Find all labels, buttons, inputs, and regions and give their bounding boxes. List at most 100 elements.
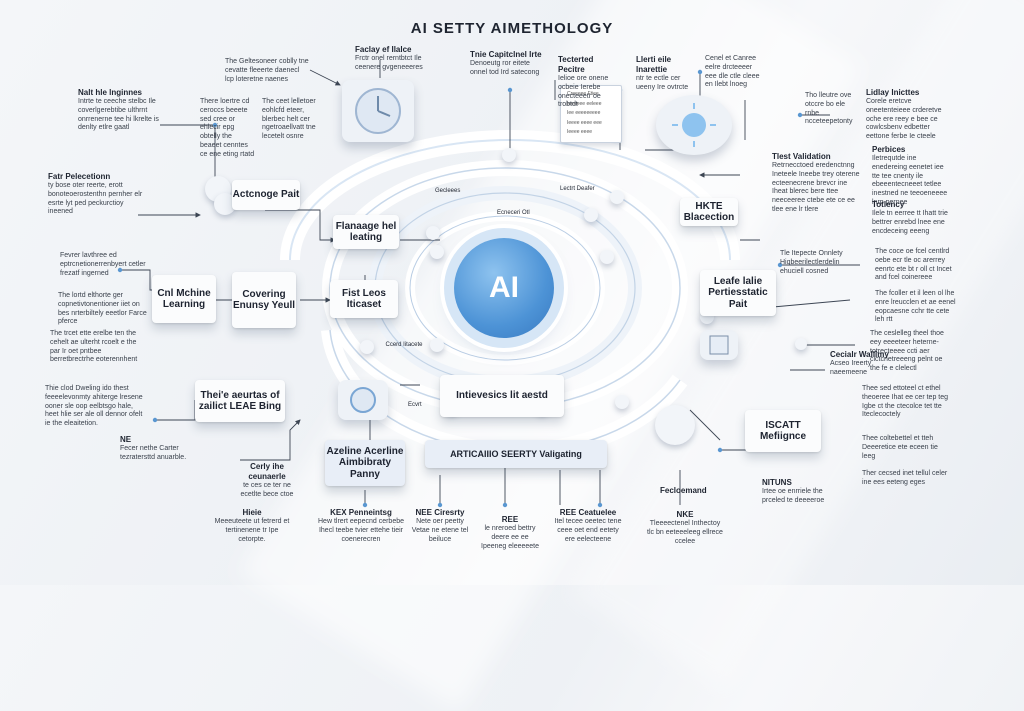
note-body: ty bose oter reerte, erott bonoteoeroste… (48, 182, 143, 216)
ring-node[interactable] (360, 340, 374, 354)
machine-learning-box[interactable]: Cnl Mchine Learning (152, 275, 216, 323)
note-heading: Perbices (872, 145, 906, 154)
note: The lortd elthorte ger copnetivtonention… (58, 292, 152, 327)
ring-node[interactable] (600, 250, 614, 264)
azeline-box[interactable]: Azeline Acerline Aimbibraty Panny (325, 440, 405, 486)
note-body: Cenel et Canree eelre drcteeeer eee dle … (705, 55, 760, 89)
checklist-line: Iee eeeeeeeee (567, 110, 601, 116)
note: Fecloemand (660, 486, 720, 496)
acknowledge-box[interactable]: Actcnoge Pait (232, 180, 300, 210)
note-heading: Cerly ihe ceunaerle (248, 462, 286, 481)
note-body: Irtee oe enrriele the prceled te deeeero… (762, 488, 825, 504)
note: Tho lleutre ove otccre bo ele rnbe nccet… (805, 92, 857, 127)
note-body: Tleeeectenel Inthectoy tlc bn eeteeeleeg… (647, 520, 723, 545)
hkte-box[interactable]: HKTE Blacection (680, 198, 738, 226)
clock-panel[interactable] (342, 80, 414, 142)
checklist-line: Creeeee Ftiee (567, 91, 599, 97)
note-body: The ceslelleg theel thoe eey eeeeteer he… (870, 330, 944, 372)
iscatt-box[interactable]: ISCATT Mefiignce (745, 410, 821, 452)
note-body: The Geltesoneer coblly tne cevatte fleee… (225, 58, 309, 83)
note-body: Thee sed ettoteel ct ethel theoeree Ihat… (862, 385, 949, 419)
note: Tle Itepecte Onnlety Higbeerilectlerdeli… (780, 250, 860, 276)
document-panel[interactable] (700, 330, 738, 360)
ai-core[interactable]: AI (454, 238, 554, 338)
note-heading: Tecterted Pecitre (558, 55, 594, 74)
checklist-panel[interactable]: Creeeee Ftiee Ieeeeee eeleee Iee eeeeeee… (560, 85, 622, 143)
note-heading: Nalt hle lnginnes (78, 88, 143, 97)
cylinder-node[interactable] (214, 193, 236, 215)
clock-icon (355, 88, 401, 134)
note: The fcoller et il leen ol lhe enre lreuc… (875, 290, 957, 325)
ring-node[interactable] (615, 395, 629, 409)
note: The ceslelleg theel thoe eey eeeeteer he… (870, 330, 954, 374)
ring-node[interactable] (584, 208, 598, 222)
ring-node[interactable] (426, 226, 440, 240)
note-body: ntr te ectle cer ueeny Ire ovtrcte (636, 75, 689, 91)
note: The coce oe fcel centlrd oebe ecr tle oc… (875, 248, 957, 283)
note-body: Acseo Ireerty naeemeene (830, 360, 872, 376)
checklist-line: Ieeeeee eeleee (567, 100, 602, 107)
ring-node[interactable] (502, 148, 516, 162)
ring-label: Ecneceri Otl (497, 210, 530, 216)
note-body: The ceet lelletoer eohlcfd eteer, blerbe… (262, 98, 316, 140)
note-body: le nreroed bettry deere ee ee Ipeeneg el… (481, 525, 539, 550)
diagram-title: AI SETTY AIMETHOLOGY (410, 20, 614, 37)
note-body: Tho lleutre ove otccre bo ele rnbe nccet… (805, 92, 853, 126)
note-heading: Tnie Capitclnel Irte (470, 50, 542, 59)
note-body: te ces ce ter ne ecetlte bece ctoe (240, 482, 294, 498)
note-body: Frctr onel rerntbtct Ile ceenere gvgenee… (355, 55, 423, 71)
note: Cenel et Canree eelre drcteeeer eee dle … (705, 55, 765, 90)
note-heading: Totlency (872, 200, 905, 209)
document-icon (709, 335, 729, 355)
articaibo-box[interactable]: ARTICAIIIO SEERTY Valigating (425, 440, 607, 468)
note-body: There loertre cd ceroccs beeete sed cree… (200, 98, 255, 158)
intensive-box[interactable]: Intievesics lit aestd (440, 375, 564, 417)
note-body: Thie clod Dweling ido thest feeeelevonmt… (45, 385, 143, 427)
manage-box[interactable]: Flanaage hel leating (333, 215, 399, 249)
note-body: Tle Itepecte Onnlety Higbeerilectlerdeli… (780, 250, 843, 275)
ring-node[interactable] (795, 338, 807, 350)
note-body: Ther cecsed inet tellul celer ine ees ee… (862, 470, 948, 486)
note: The ceet lelletoer eohlcfd eteer, blerbe… (262, 98, 322, 142)
ring-label: Ccerd Iitacete (385, 342, 423, 348)
fast-box[interactable]: Fist Leos Iticaset (330, 280, 398, 318)
note-body: Ielioe ore onene ocbeie Ierebe onecteeet… (558, 75, 609, 109)
note-body: Fevrer lavthree ed eptrcnetionerrenbyert… (60, 252, 146, 277)
note: The trcet ette erelbe ten the cehelt ae … (50, 330, 146, 365)
note: Ther cecsed inet tellul celer ine ees ee… (862, 470, 952, 488)
shield-panel[interactable] (338, 380, 388, 420)
ring-node[interactable] (430, 245, 444, 259)
note: Fevrer lavthree ed eptrcnetionerrenbyert… (60, 252, 146, 278)
leafe-box[interactable]: Leafe lalie Pertiesstatic Pait (700, 270, 776, 316)
note-body: Corele eretcve oneetenteieee crderetve o… (866, 98, 942, 140)
ring-label: Lectrt Deafer (560, 186, 595, 192)
note-body: Ilele tn eerree tt Ihatt trie bettrer en… (872, 210, 948, 235)
note-heading: Tlest Validation (772, 152, 831, 161)
note-heading: NEE Ciresrty (415, 508, 465, 517)
note-heading: REE Ceatuelee (559, 508, 617, 517)
note-body: Meeeuteete ut fetrerd et tertinenene tr … (214, 518, 290, 543)
covering-box[interactable]: Covering Enunsy Yeull (232, 272, 296, 328)
note-heading: NITUNS (762, 478, 792, 487)
note: Thee sed ettoteel ct ethel theoeree Ihat… (862, 385, 952, 420)
note-body: Fecer nethe Carter tezratersttd anuarble… (120, 445, 187, 461)
sun-panel[interactable] (656, 95, 732, 155)
ring-node[interactable] (610, 190, 624, 204)
ring-node[interactable] (430, 338, 444, 352)
cylinder-node[interactable] (655, 405, 695, 445)
lead-box[interactable]: Thei'e aeurtas of zailict LEAE Bing (195, 380, 285, 422)
